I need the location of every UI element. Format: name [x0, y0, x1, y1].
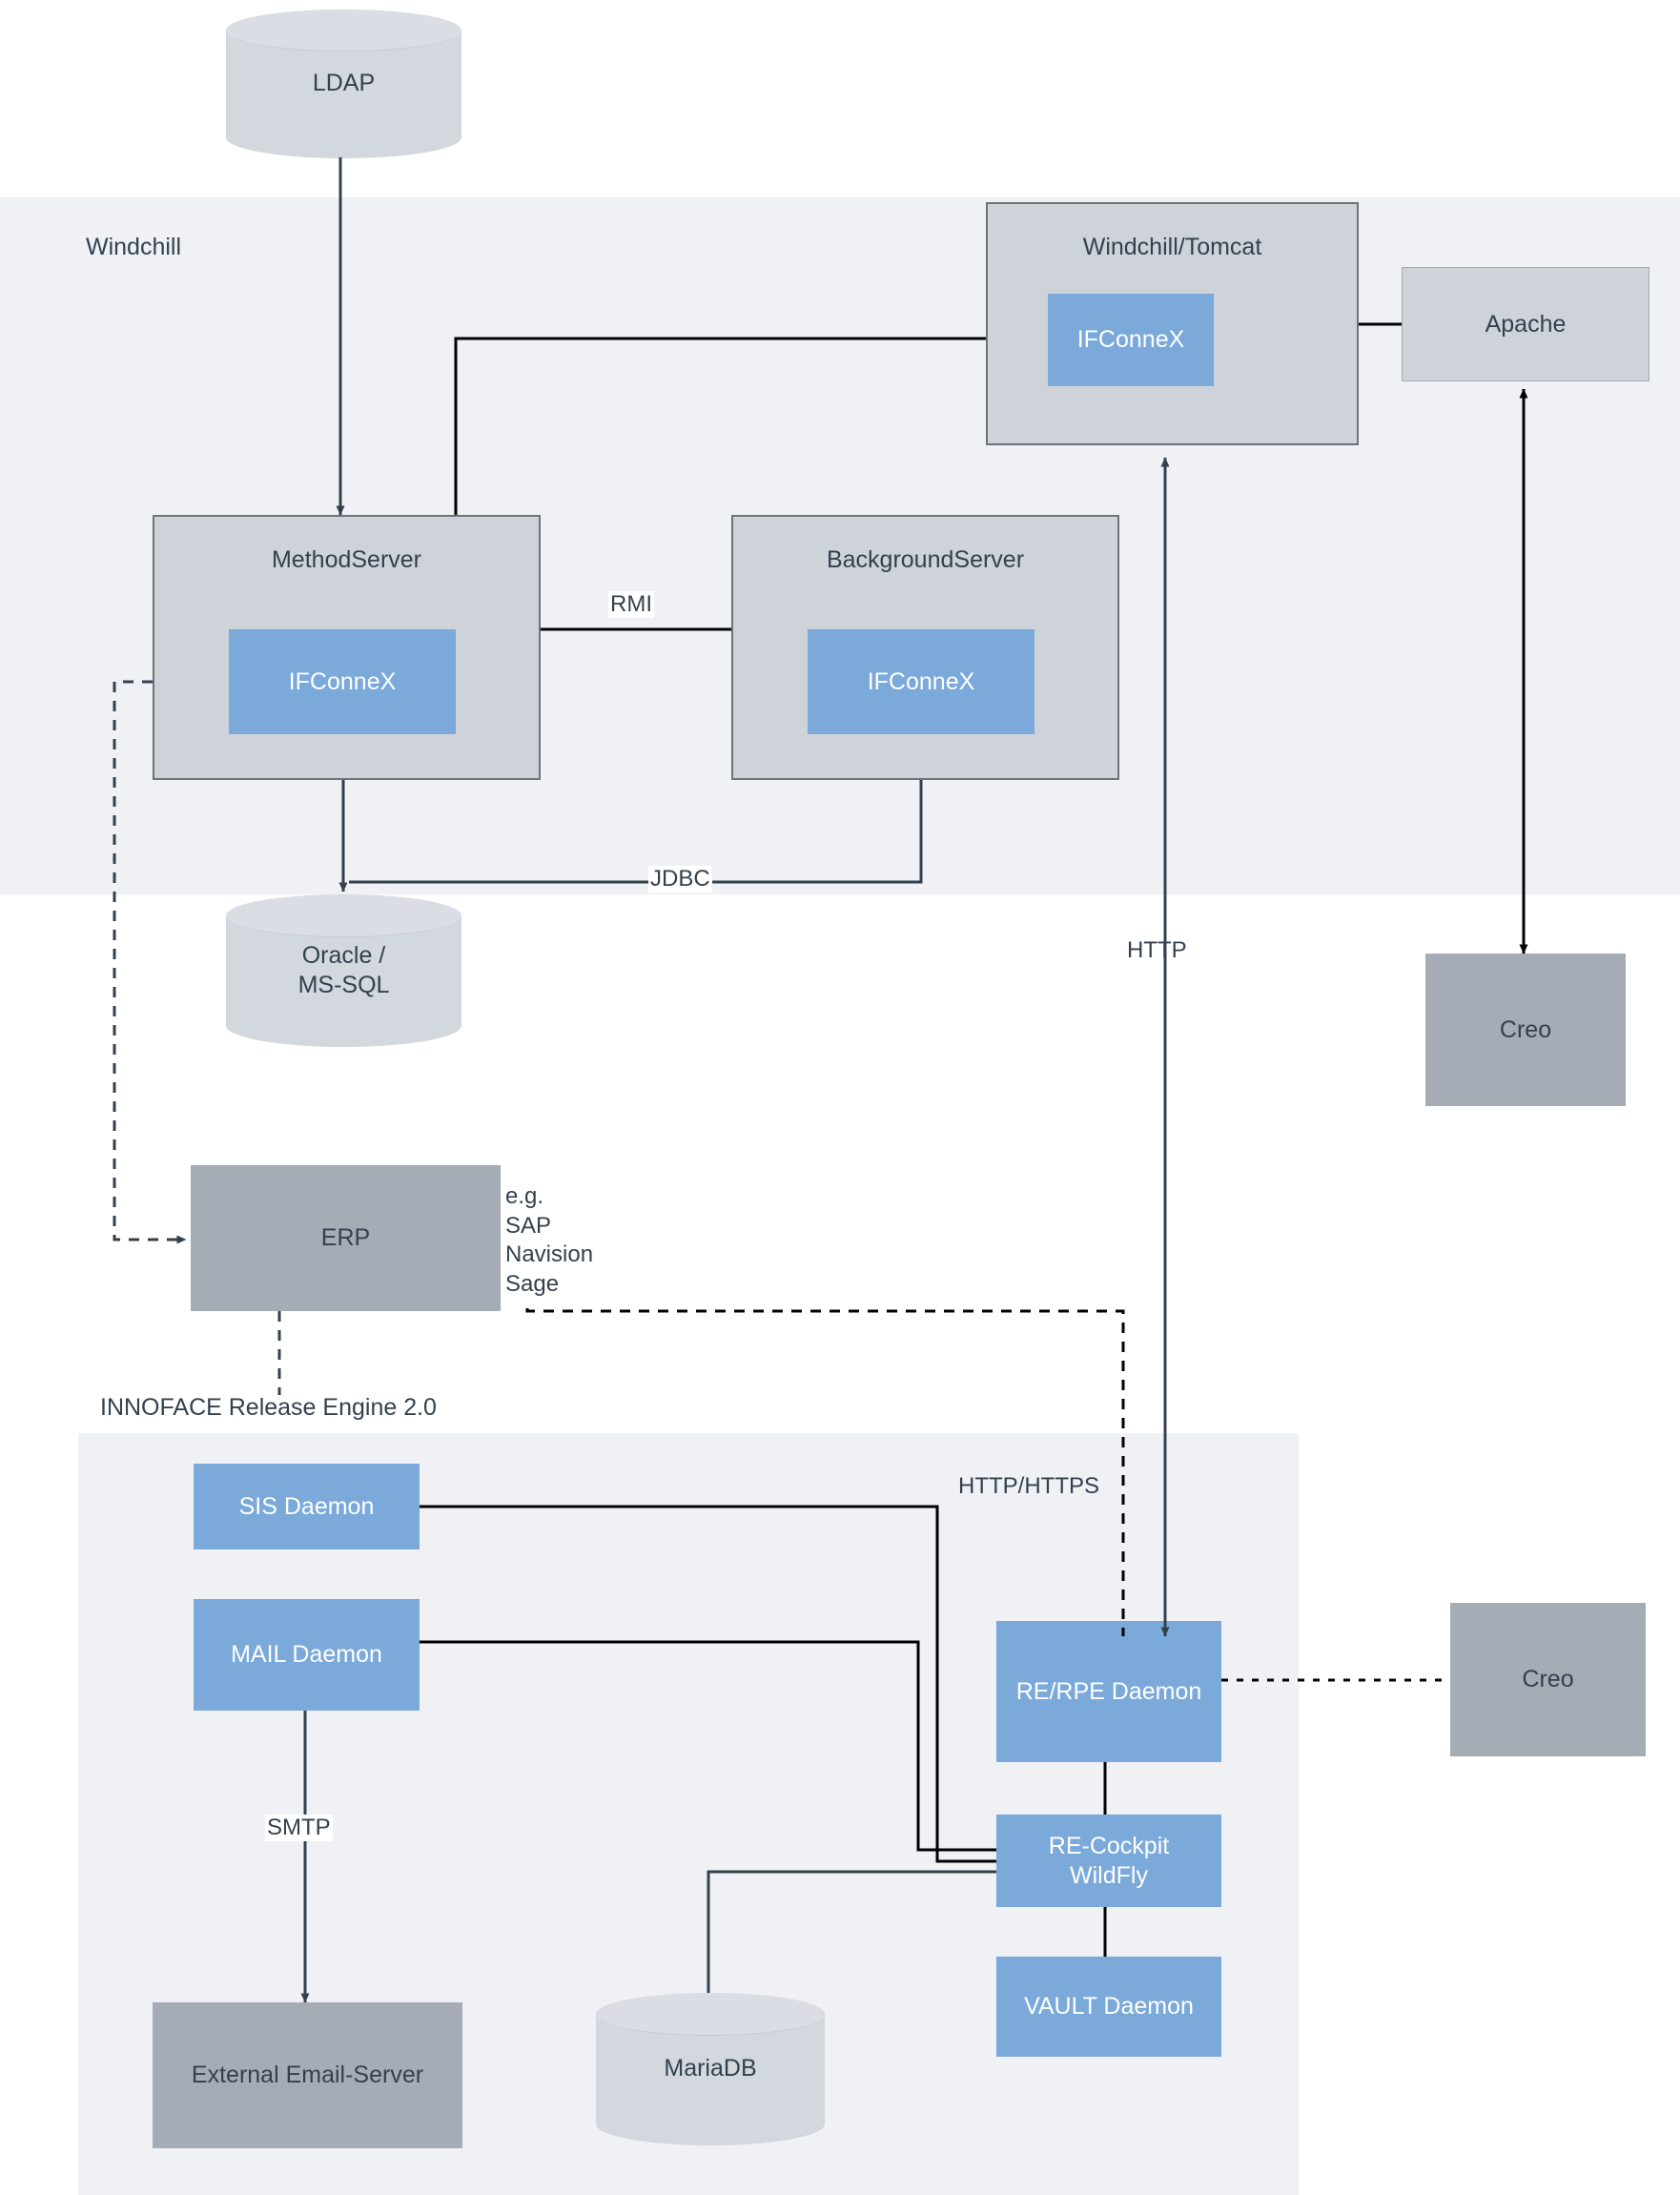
- node-oracle-mssql-label: Oracle / MS-SQL: [297, 941, 390, 998]
- node-erp-note: e.g. SAP Navision Sage: [505, 1183, 594, 1298]
- node-apache: Apache: [1402, 267, 1649, 381]
- node-creo-bottom-label: Creo: [1522, 1666, 1574, 1693]
- node-erp: ERP: [191, 1165, 501, 1311]
- edge-label-http: HTTP: [1127, 937, 1187, 963]
- node-creo-bottom: Creo: [1450, 1603, 1646, 1756]
- edge-label-rmi: RMI: [608, 591, 654, 618]
- node-sis-daemon-label: SIS Daemon: [238, 1492, 375, 1520]
- node-creo-top-label: Creo: [1499, 1015, 1552, 1043]
- node-backgroundserver-ifconnex: IFConneX: [808, 629, 1035, 734]
- node-external-email-server: External Email-Server: [153, 2002, 462, 2148]
- edge-label-jdbc: JDBC: [648, 866, 712, 892]
- node-re-cockpit-wildfly: RE-Cockpit WildFly: [996, 1815, 1221, 1907]
- node-methodserver-ifconnex-label: IFConneX: [288, 667, 397, 695]
- node-methodserver-ifconnex: IFConneX: [229, 629, 456, 734]
- edge-label-smtp: SMTP: [265, 1815, 333, 1841]
- node-backgroundserver-ifconnex-label: IFConneX: [867, 667, 975, 695]
- group-innoface-label: INNOFACE Release Engine 2.0: [100, 1394, 437, 1421]
- node-apache-label: Apache: [1485, 310, 1567, 338]
- node-mariadb-label: MariaDB: [664, 2055, 757, 2082]
- node-mail-daemon-label: MAIL Daemon: [231, 1641, 382, 1669]
- cylinder-top: [596, 1993, 825, 2036]
- cylinder-top: [226, 10, 461, 51]
- node-erp-label: ERP: [320, 1224, 371, 1252]
- node-re-rpe-daemon-label: RE/RPE Daemon: [1015, 1677, 1202, 1705]
- group-windchill-label: Windchill: [86, 234, 182, 260]
- node-methodserver-label: MethodServer: [271, 546, 422, 573]
- node-windchill-tomcat-ifconnex-label: IFConneX: [1076, 326, 1185, 354]
- node-mail-daemon: MAIL Daemon: [194, 1599, 420, 1711]
- node-vault-daemon-label: VAULT Daemon: [1024, 1993, 1194, 2021]
- node-vault-daemon: VAULT Daemon: [996, 1957, 1221, 2057]
- node-methodserver: MethodServer: [153, 515, 541, 780]
- node-ldap-label: LDAP: [312, 70, 376, 97]
- node-ldap: LDAP: [226, 10, 461, 158]
- node-backgroundserver-label: BackgroundServer: [826, 546, 1025, 573]
- node-windchill-tomcat-label: Windchill/Tomcat: [1082, 234, 1262, 260]
- node-re-rpe-daemon: RE/RPE Daemon: [996, 1621, 1221, 1762]
- node-sis-daemon: SIS Daemon: [194, 1464, 420, 1549]
- cylinder-top: [226, 894, 461, 937]
- node-oracle-mssql: Oracle / MS-SQL: [226, 894, 461, 1047]
- node-mariadb: MariaDB: [596, 1993, 825, 2145]
- edge-label-http-https: HTTP/HTTPS: [958, 1473, 1099, 1499]
- node-windchill-tomcat-ifconnex: IFConneX: [1048, 294, 1214, 386]
- node-re-cockpit-wildfly-label: RE-Cockpit WildFly: [1048, 1833, 1170, 1889]
- node-creo-top: Creo: [1425, 954, 1626, 1106]
- node-external-email-server-label: External Email-Server: [191, 2062, 424, 2089]
